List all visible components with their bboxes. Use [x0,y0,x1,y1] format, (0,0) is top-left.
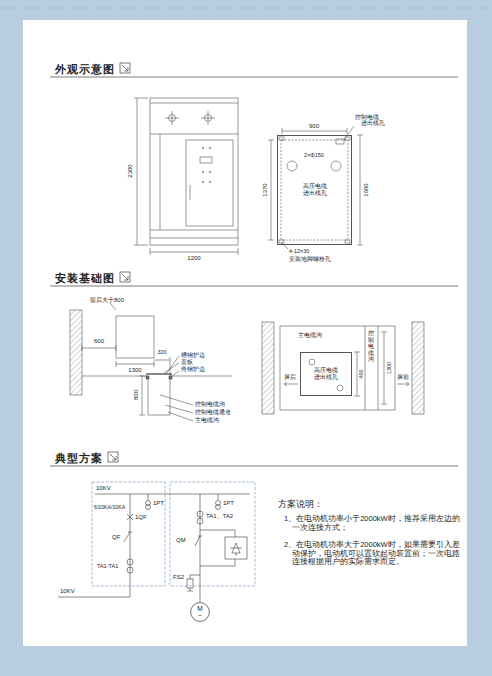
dimension-label: 2×Φ150 [303,152,325,158]
motor-symbol: M~ [190,602,210,622]
part-label: 角钢护边 [181,366,205,372]
hole-label: 高压电缆进出线孔 [312,367,340,381]
part-label: 控制电缆沟 [368,330,374,363]
part-label: 控制电缆通道 [195,409,231,415]
direction-label: 屏前 [397,374,409,381]
voltage-label: 10KV [60,588,75,595]
section-heading: 安装基础图 [55,272,115,285]
part-label: 主电缆沟 [195,417,219,423]
device-label: 1QF [135,514,147,521]
device-label: 1PT [153,500,164,507]
cable-hole-box: 高压电缆进出线孔 [300,352,352,396]
direction-label: 屏后 [284,374,296,381]
rating-label: 6/10KA/10KA [94,505,125,511]
cable-hole-plan: 高压电缆进出线孔 [277,135,352,245]
section-rules [50,63,458,466]
section-heading: 典型方案 [55,452,103,465]
device-label: FS2 [173,574,184,581]
dimension-label: 1370 [262,182,269,197]
dimension-label: 600 [93,338,105,345]
dimension-label: 1200 [186,255,201,262]
device-label: TA1-TA1 [97,563,118,569]
part-label: 控制电缆进出线孔 [355,114,385,127]
device-label: QM [176,537,186,544]
cabinet-front-view [134,98,238,255]
dimension-label: 2300 [127,163,134,178]
note-text: 1、在电动机功率小于2000kW时，推荐采用左边的一次连接方式； [284,515,464,532]
hole-label: 高压电缆进出线孔 [301,183,329,197]
dimension-label: 320 [156,349,167,355]
cabinet-base-plan [268,126,363,249]
note-heading: 方案说明： [278,499,323,509]
device-label: 1PT [223,500,234,507]
part-label: 主电缆沟 [298,332,322,339]
part-label: 盖板 [181,359,193,365]
part-label: 控制电缆沟 [195,401,225,407]
dimension-label: 1300 [386,361,392,375]
dimension-label: 1300 [127,367,142,374]
voltage-label: 10KV [96,485,111,492]
part-label: 槽钢护边 [181,352,205,358]
motor-letter: ~ [198,612,202,619]
part-label: 安装地脚螺栓孔 [289,256,331,262]
device-label: TA1、TA2 [206,513,233,520]
dimension-label: 1600 [363,182,370,197]
foundation-section [70,303,232,421]
dimension-label: 4-12×30 [289,248,309,254]
dimension-label: 900 [308,123,320,130]
heading-arrow-icon [108,63,130,462]
device-label: QF [112,534,120,541]
motor-letter: M [197,605,202,612]
note-text: 2、在电动机功率大于2000kW时，如果需要引入差动保护，电动机可以置软起动装置… [284,541,464,567]
foundation-plan [262,322,424,414]
dimension-label: 800 [133,389,140,401]
primary-circuit-scheme [58,482,255,602]
section-heading: 外观示意图 [55,63,115,76]
note-text: 留后大于800 [90,297,124,304]
dimension-label: 400 [358,368,364,379]
